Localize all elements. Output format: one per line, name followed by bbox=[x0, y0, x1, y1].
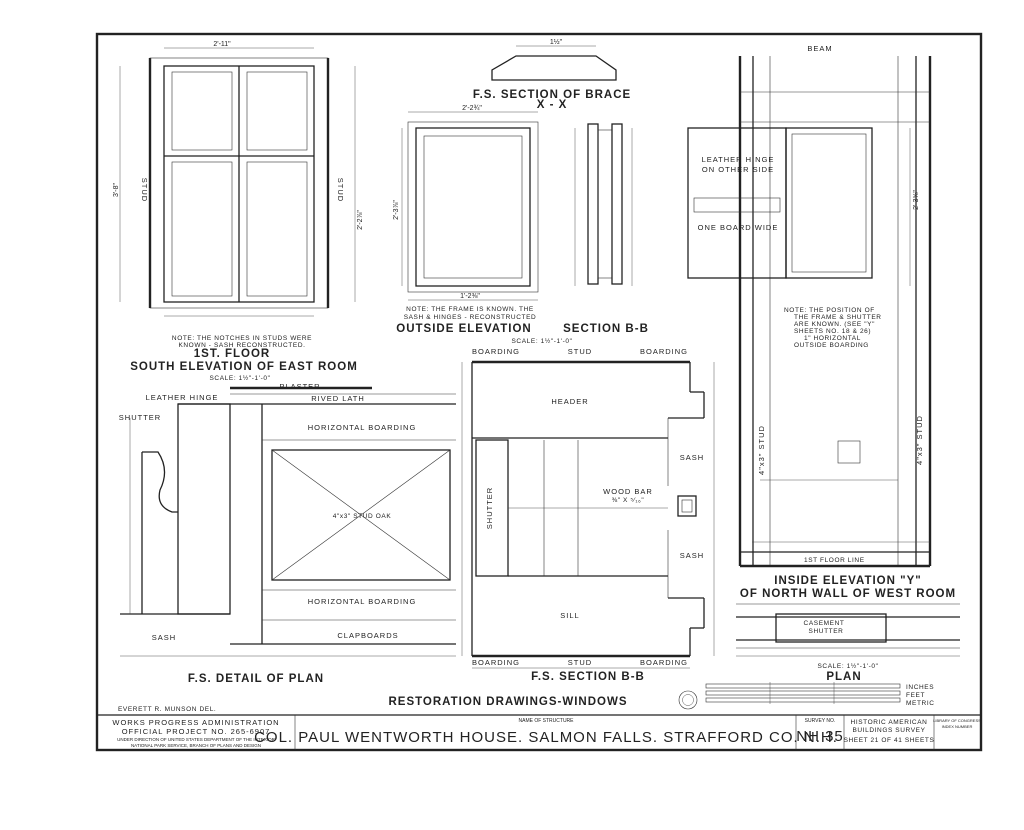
outside-elevation-drawing bbox=[401, 111, 539, 301]
section-bb-top-drawing bbox=[574, 123, 633, 286]
outside-dim-bottom: 1'-2⅜" bbox=[460, 293, 480, 300]
boarding-label-right-bottom: BOARDING bbox=[640, 658, 688, 667]
small-plan-drawing bbox=[736, 603, 960, 657]
outside-note-2: SASH & HINGES - RECONSTRUCTED bbox=[404, 314, 537, 321]
beam-label: BEAM bbox=[807, 44, 832, 53]
inside-stud-left: 4"x3" STUD bbox=[757, 425, 766, 475]
brace-title: F.S. SECTION OF BRACE bbox=[473, 89, 631, 101]
small-plan-title: PLAN bbox=[826, 671, 861, 683]
header-label: HEADER bbox=[551, 397, 588, 406]
plan-detail-drawing bbox=[120, 386, 456, 657]
casement-label: CASEMENT bbox=[804, 620, 845, 627]
boarding-label-right-top: BOARDING bbox=[640, 347, 688, 356]
seal-emblem bbox=[678, 690, 698, 710]
leather-hinge-label-2: ON OTHER SIDE bbox=[702, 165, 774, 174]
scale-bar-graphic bbox=[705, 682, 901, 704]
stud-label-top: STUD bbox=[568, 347, 592, 356]
horizontal-boarding-upper: HORIZONTAL BOARDING bbox=[308, 423, 417, 432]
section-bb-top-title: SECTION B-B bbox=[563, 323, 649, 335]
restoration-title: RESTORATION DRAWINGS-WINDOWS bbox=[388, 696, 627, 708]
dim-height-label: 3'-8" bbox=[113, 183, 120, 197]
horizontal-boarding-lower: HORIZONTAL BOARDING bbox=[308, 597, 417, 606]
sash-label-upper: SASH bbox=[680, 453, 704, 462]
delineator-label: EVERETT R. MUNSON DEL. bbox=[118, 706, 216, 713]
dim-right-label: 2'-2⅞" bbox=[357, 210, 364, 230]
inside-note-3: ARE KNOWN. (SEE "Y" bbox=[794, 321, 875, 328]
one-board-label: ONE BOARD WIDE bbox=[698, 223, 779, 232]
plan-shutter-label: SHUTTER bbox=[119, 413, 161, 422]
plan-sash-label: SASH bbox=[152, 633, 176, 642]
south-elevation-drawing bbox=[119, 47, 356, 317]
loc-line-1: LIBRARY OF CONGRESS bbox=[933, 718, 981, 723]
inside-note-2: THE FRAME & SHUTTER bbox=[794, 314, 882, 321]
dim-width-label: 2'-11" bbox=[213, 41, 231, 48]
brace-section-drawing bbox=[491, 45, 617, 81]
leather-hinge-label-1: LEATHER HINGE bbox=[702, 155, 775, 164]
small-plan-scale: SCALE: 1½"-1'-0" bbox=[818, 662, 879, 670]
brace-xx: X - X bbox=[537, 99, 568, 111]
boarding-label-left-bottom: BOARDING bbox=[472, 658, 520, 667]
clapboards-label: CLAPBOARDS bbox=[337, 631, 398, 640]
section-bb-fs-title: F.S. SECTION B-B bbox=[531, 671, 645, 683]
rived-lath-label: RIVED LATH bbox=[311, 394, 365, 403]
stud-label-bottom: STUD bbox=[568, 658, 592, 667]
wood-bar-label: WOOD BAR bbox=[603, 487, 653, 496]
south-elev-note-1: NOTE: THE NOTCHES IN STUDS WERE bbox=[172, 335, 312, 342]
section-bb-top-scale: SCALE: 1½"-1'-0" bbox=[512, 337, 573, 345]
name-of-structure-label: NAME OF STRUCTURE bbox=[519, 718, 575, 724]
section-bb-fs-drawing bbox=[461, 360, 715, 669]
inside-note-4: SHEETS NO. 18 & 26) bbox=[794, 328, 871, 335]
inside-note-1: NOTE: THE POSITION OF bbox=[784, 307, 875, 314]
inside-elevation-drawing bbox=[687, 56, 932, 568]
sheet-number: SHEET 21 OF 41 SHEETS bbox=[844, 737, 935, 744]
outside-dim-top: 2'-2¾" bbox=[462, 105, 482, 112]
small-plan-shutter-label: SHUTTER bbox=[809, 628, 844, 635]
inside-elev-title-2: OF NORTH WALL OF WEST ROOM bbox=[740, 588, 956, 600]
floor-line-label: 1ST FLOOR LINE bbox=[804, 557, 865, 564]
inside-stud-right: 4"x3" STUD bbox=[915, 415, 924, 465]
south-elev-note-2: KNOWN - SASH RECONSTRUCTED. bbox=[178, 342, 305, 349]
stud-label-right: STUD bbox=[336, 178, 345, 202]
wpa-line-2: OFFICIAL PROJECT NO. 265-6907 bbox=[122, 727, 271, 736]
title-block-frame bbox=[97, 714, 981, 750]
wpa-line-4: NATIONAL PARK SERVICE, BRANCH OF PLANS A… bbox=[131, 743, 261, 748]
sill-label: SILL bbox=[560, 611, 579, 620]
wpa-line-3: UNDER DIRECTION OF UNITED STATES DEPARTM… bbox=[117, 737, 276, 742]
survey-no-label: SURVEY NO. bbox=[805, 718, 836, 724]
wpa-line-1: WORKS PROGRESS ADMINISTRATION bbox=[112, 718, 279, 727]
outside-elev-title: OUTSIDE ELEVATION bbox=[396, 323, 531, 335]
south-elev-title-2: SOUTH ELEVATION OF EAST ROOM bbox=[130, 361, 358, 373]
inside-note-6: OUTSIDE BOARDING bbox=[794, 342, 869, 349]
structure-name: COL. PAUL WENTWORTH HOUSE. SALMON FALLS.… bbox=[254, 729, 838, 746]
plaster-label: PLASTER bbox=[279, 382, 320, 391]
legend-inches: INCHES bbox=[906, 684, 934, 691]
survey-number: NH 35 bbox=[796, 728, 844, 745]
outside-dim-left: 2'-3⅞" bbox=[393, 200, 400, 220]
plan-leather-hinge-label: LEATHER HINGE bbox=[146, 393, 219, 402]
habs-line-2: BUILDINGS SURVEY bbox=[852, 727, 925, 734]
boarding-label-left-top: BOARDING bbox=[472, 347, 520, 356]
stud-label-left: STUD bbox=[140, 178, 149, 202]
loc-line-2: INDEX NUMBER bbox=[942, 724, 973, 729]
plan-detail-title: F.S. DETAIL OF PLAN bbox=[188, 673, 324, 685]
section-shutter-label: SHUTTER bbox=[485, 487, 494, 529]
south-elev-title-1: 1ST. FLOOR bbox=[194, 348, 270, 360]
brace-dim-top: 1½" bbox=[550, 38, 563, 46]
plan-stud-label: 4"x3" STUD OAK bbox=[333, 513, 392, 520]
legend-metric: METRIC bbox=[906, 700, 935, 707]
wood-bar-dim: ⅜" X ⁵⁄₁₆" bbox=[612, 497, 645, 504]
inside-note-5: 1" HORIZONTAL bbox=[804, 335, 861, 342]
outside-note-1: NOTE: THE FRAME IS KNOWN. THE bbox=[406, 306, 534, 313]
sheet-border bbox=[95, 32, 983, 752]
inside-dim-total: 2'-3⅝" bbox=[913, 190, 920, 210]
inside-elev-title-1: INSIDE ELEVATION "Y" bbox=[774, 575, 921, 587]
sash-label-lower: SASH bbox=[680, 551, 704, 560]
legend-feet: FEET bbox=[906, 692, 925, 699]
habs-line-1: HISTORIC AMERICAN bbox=[851, 719, 928, 726]
south-elev-scale: SCALE: 1½"-1'-0" bbox=[210, 374, 271, 382]
